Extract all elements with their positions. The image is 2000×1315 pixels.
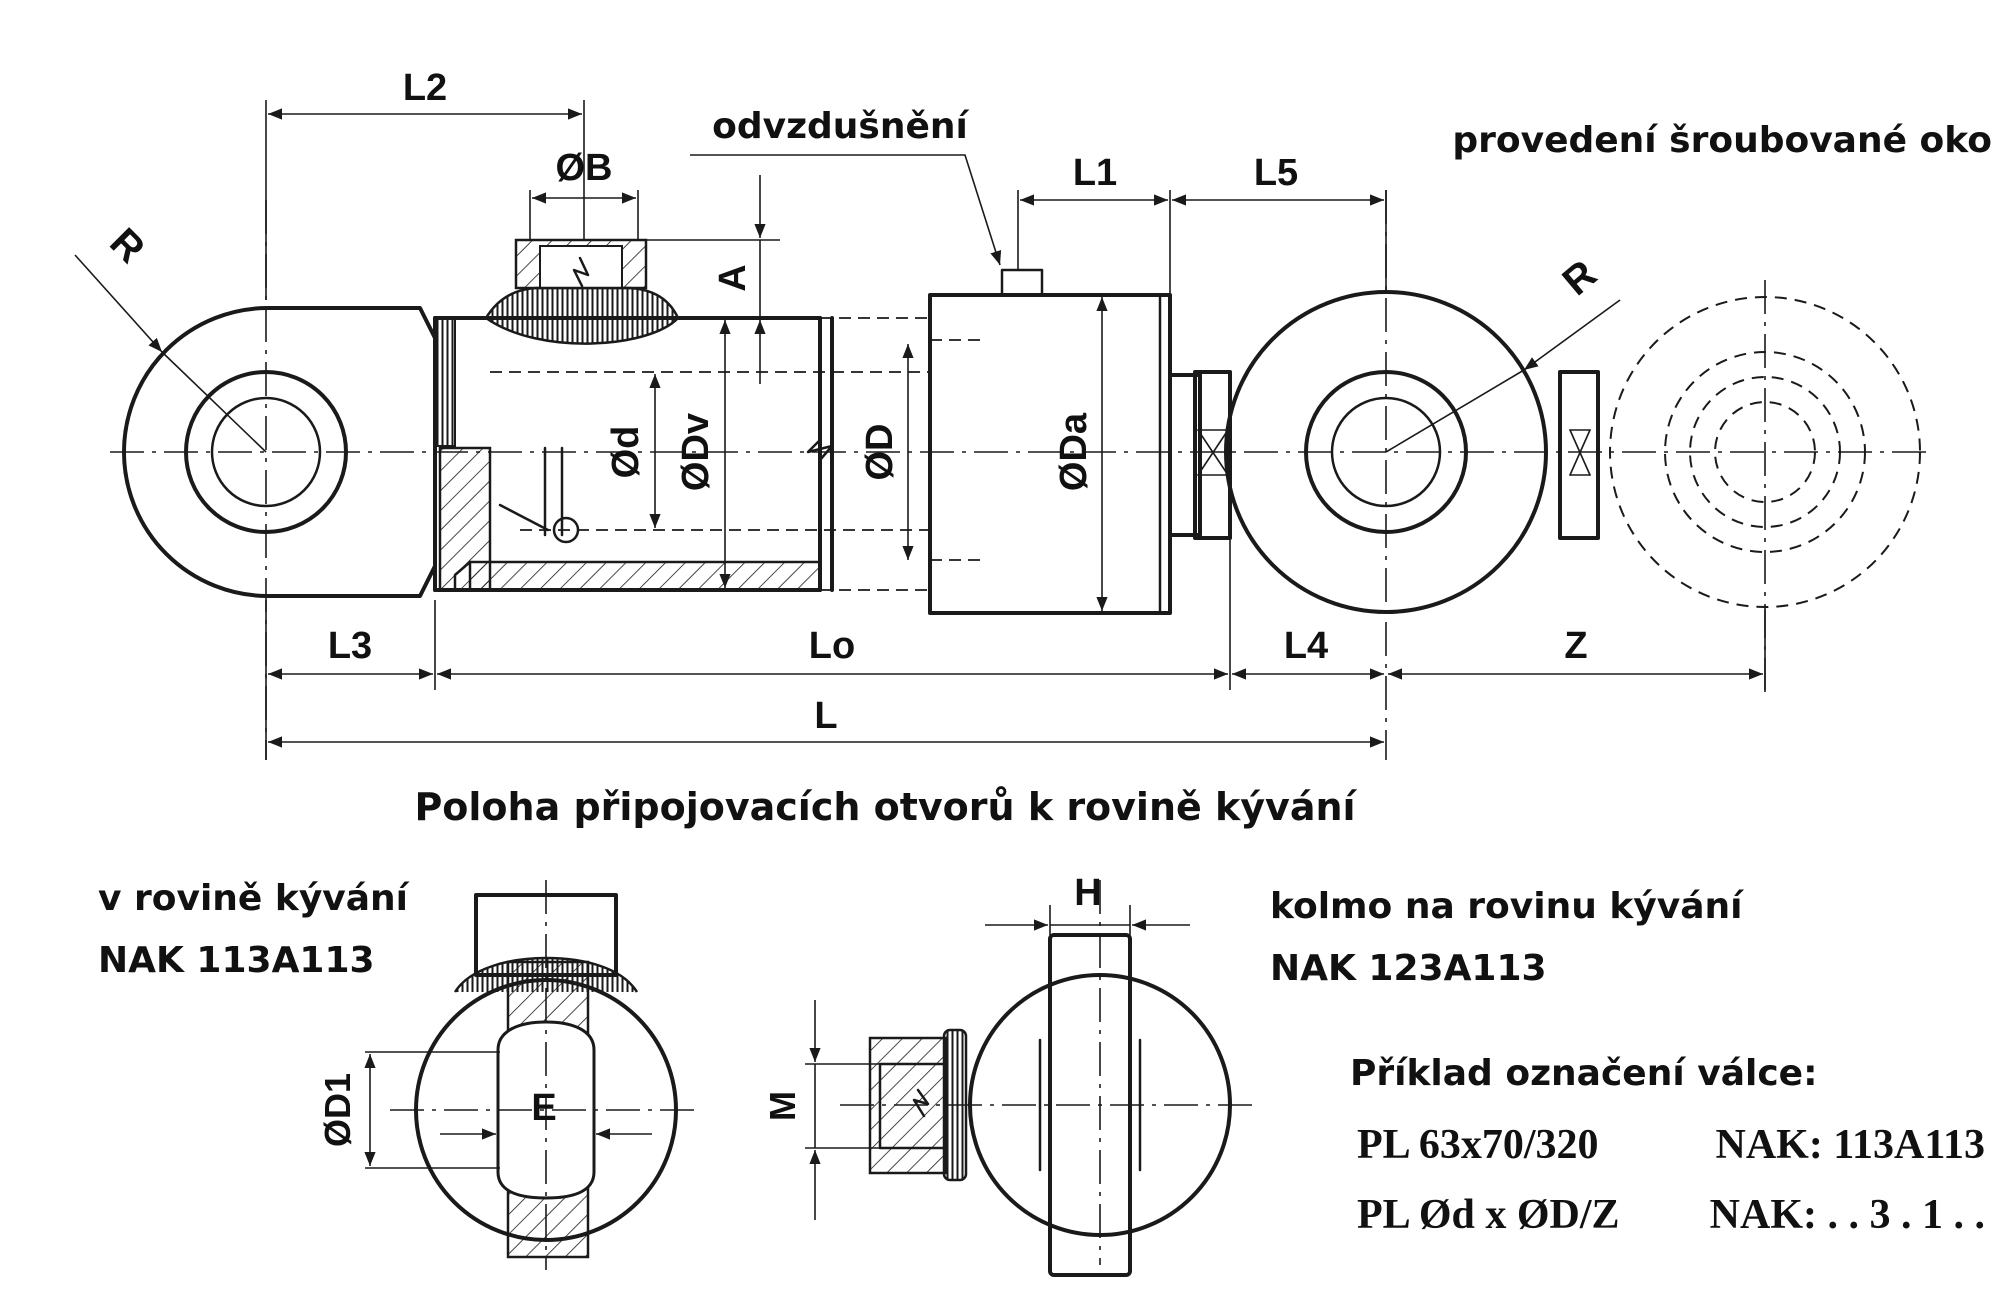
dim-A: A: [712, 264, 754, 291]
left-view-title: v rovině kývání: [98, 878, 410, 919]
dim-L2: L2: [403, 67, 447, 109]
variant-title: provedení šroubované oko: [1452, 120, 1992, 161]
dim-Z: Z: [1564, 625, 1587, 667]
dim-E: E: [531, 1087, 556, 1129]
dim-d: Ød: [605, 426, 647, 479]
dim-R-right: R: [1554, 252, 1604, 304]
example-line2-left: PL Ød x ØD/Z: [1357, 1192, 1620, 1238]
dim-Da: ØDa: [1053, 412, 1095, 491]
example-line1-right: NAK: 113A113: [1715, 1122, 1985, 1168]
example-line1-left: PL 63x70/320: [1357, 1122, 1599, 1168]
dim-D1: ØD1: [317, 1073, 358, 1147]
left-view-code: NAK 113A113: [98, 940, 375, 981]
right-view-title: kolmo na rovinu kývání: [1270, 886, 1744, 927]
screwed-eye-variant: [1558, 280, 1921, 700]
dim-L3: L3: [328, 625, 372, 667]
left-rod-eye: [122, 200, 437, 760]
right-rod-eye: [1224, 190, 1548, 760]
example-title: Příklad označení válce:: [1350, 1053, 1817, 1094]
dim-H: H: [1074, 872, 1101, 914]
main-view: L2 ØB A Ød ØDv ØD ØDa L1 L5 R R L3 Lo L4…: [74, 67, 1992, 760]
dim-R-left: R: [101, 220, 153, 272]
dim-B: ØB: [556, 147, 613, 189]
detail-in-plane: v rovině kývání NAK 113A113 ØD1 E: [98, 878, 700, 1270]
dim-Dv: ØDv: [675, 413, 717, 491]
dim-L5: L5: [1254, 152, 1298, 194]
dim-Lo: Lo: [809, 625, 855, 667]
dim-L1: L1: [1073, 152, 1117, 194]
section-title: Poloha připojovacích otvorů k rovině kýv…: [414, 785, 1357, 829]
dim-D: ØD: [859, 424, 901, 481]
cylinder-head: [928, 268, 1232, 615]
right-view-code: NAK 123A113: [1270, 948, 1547, 989]
vent-label: odvzdušnění: [712, 106, 969, 147]
dim-L: L: [814, 695, 837, 737]
example-line2-right: NAK: . . 3 . 1 . .: [1710, 1192, 1985, 1238]
dim-L4: L4: [1284, 625, 1328, 667]
dim-M: M: [762, 1091, 803, 1121]
cylinder-barrel: [453, 316, 930, 592]
detail-perpendicular: H M: [762, 872, 1255, 1277]
port-boss: [484, 238, 680, 345]
dimension-lines: [74, 100, 1766, 760]
